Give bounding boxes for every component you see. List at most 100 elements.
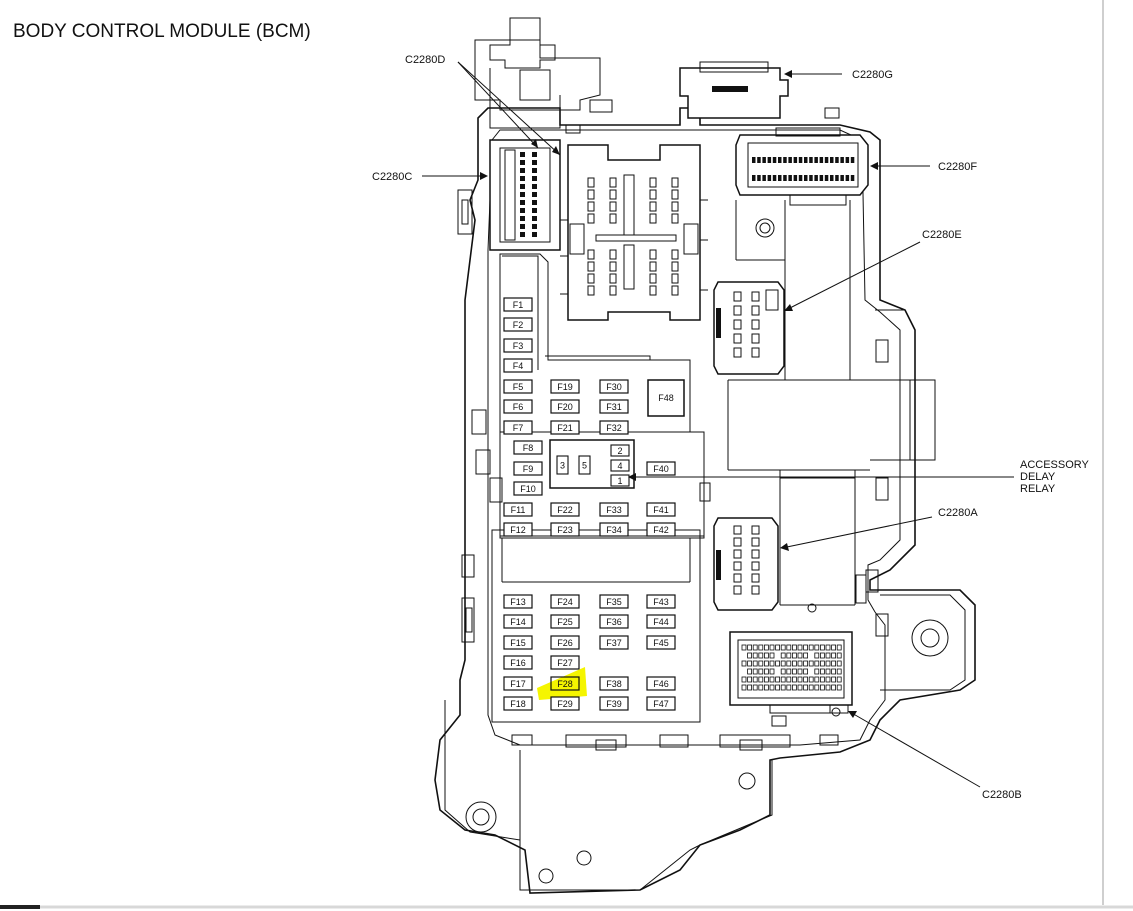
pin [820, 668, 825, 675]
fuse-box [503, 696, 533, 711]
pin [820, 660, 825, 667]
pin [845, 157, 850, 163]
pin [671, 285, 679, 296]
pin [825, 676, 831, 683]
fuse-f41: F41 [646, 502, 676, 517]
pin [532, 224, 537, 229]
pin [836, 644, 842, 651]
pin [532, 160, 537, 165]
fuse-label: F23 [557, 525, 573, 535]
pin [792, 644, 797, 651]
relay-pin-label: 1 [617, 476, 622, 486]
pin [775, 660, 780, 667]
pin [520, 152, 525, 157]
pin [752, 668, 758, 675]
fuse-box [646, 502, 676, 517]
fuse-label: F20 [557, 402, 573, 412]
pin [786, 668, 792, 675]
pin [783, 175, 787, 181]
pin [814, 676, 820, 683]
fuse-label: F5 [513, 382, 524, 392]
fuse-f32: F32 [599, 420, 629, 435]
relay-pin-label: 3 [560, 461, 565, 471]
fuse-box [550, 676, 580, 691]
label-c2280e: C2280E [922, 229, 962, 241]
pin [804, 175, 808, 181]
pin [830, 157, 834, 163]
fuse-f8: F8 [513, 440, 543, 455]
pin [649, 261, 657, 272]
fuse-f34: F34 [599, 522, 629, 537]
pin [752, 684, 758, 691]
relay-pin-2: 2 [610, 444, 630, 457]
pin [520, 160, 525, 165]
pin [733, 549, 742, 559]
fuse-label: F43 [653, 597, 669, 607]
pin [808, 676, 814, 683]
pin [733, 291, 742, 302]
fuse-box [599, 676, 629, 691]
pin [741, 676, 747, 683]
pin [609, 213, 617, 224]
fuse-label: F26 [557, 638, 573, 648]
pin [764, 684, 769, 691]
fuse-f46: F46 [646, 676, 676, 691]
pin [803, 644, 808, 651]
pin [814, 652, 820, 659]
pin [671, 213, 679, 224]
fuse-label: F44 [653, 617, 669, 627]
fuse-label: F7 [513, 423, 524, 433]
fuse-box [503, 399, 533, 414]
pin [797, 668, 803, 675]
pin [532, 192, 537, 197]
fuse-label: F31 [606, 402, 622, 412]
relay-pin-label: 4 [617, 461, 622, 471]
relay-pin-5: 5 [578, 455, 591, 475]
pin [733, 333, 742, 344]
pin [520, 192, 525, 197]
pin [786, 684, 792, 691]
fuse-label: F15 [510, 638, 526, 648]
label-accessory: ACCESSORY [1020, 459, 1090, 471]
fuse-label: F17 [510, 679, 526, 689]
fuse-highlight [537, 667, 587, 700]
fuse-f30: F30 [599, 379, 629, 394]
pin [587, 285, 595, 296]
fuse-f11: F11 [503, 502, 533, 517]
fuse-f17: F17 [503, 676, 533, 691]
pin [532, 232, 537, 237]
pin [751, 347, 760, 358]
fuse-f44: F44 [646, 614, 676, 629]
pin [809, 157, 813, 163]
pin [752, 644, 758, 651]
fuse-box [599, 614, 629, 629]
fuse-f36: F36 [599, 614, 629, 629]
fuse-box [550, 379, 580, 394]
label-relay: RELAY [1020, 483, 1056, 495]
pin [820, 684, 825, 691]
pin [671, 177, 679, 188]
pin [520, 232, 525, 237]
fuse-f31: F31 [599, 399, 629, 414]
pin [803, 668, 808, 675]
fuse-box [513, 440, 543, 455]
pin [767, 175, 772, 181]
fuse-f6: F6 [503, 399, 533, 414]
pin [825, 644, 831, 651]
fuse-box [503, 594, 533, 609]
leader-lines [422, 61, 1014, 788]
fuse-box [503, 614, 533, 629]
fuse-label: F21 [557, 423, 573, 433]
pin [825, 652, 831, 659]
fuse-f3: F3 [503, 338, 533, 353]
pin [803, 676, 808, 683]
pin [825, 684, 831, 691]
fuse-f24: F24 [550, 594, 580, 609]
pin [587, 201, 595, 212]
pin [778, 157, 782, 163]
pin [751, 585, 760, 595]
fuse-label: F40 [653, 464, 669, 474]
pin [751, 291, 760, 302]
fuse-label: F3 [513, 341, 524, 351]
pin [780, 668, 786, 675]
